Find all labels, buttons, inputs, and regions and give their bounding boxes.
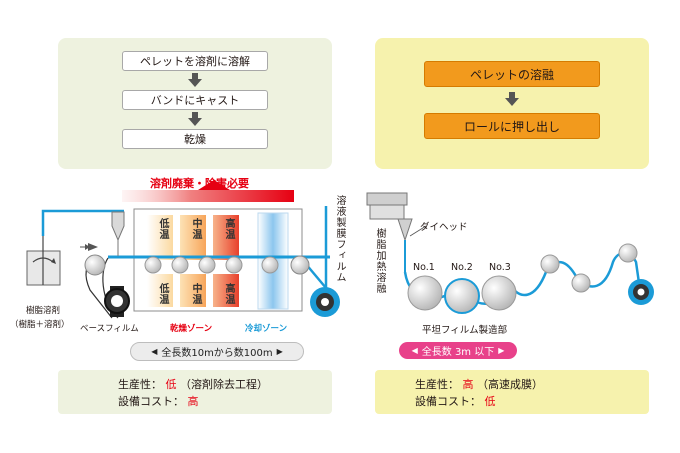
down-arrow-icon [188, 79, 202, 87]
left-step-dissolve: ペレットを溶剤に溶解 [122, 51, 268, 71]
waste-banner-text: 溶剤廃棄・除害必要 [150, 177, 249, 190]
right-arrow-icon: ▶ [498, 346, 505, 355]
productivity-value: 高 [462, 378, 474, 391]
line-length-right: 全長数 3m 以下 [421, 347, 495, 358]
temp-high-bottom: 高温 [223, 283, 234, 305]
right-arrow-icon: ▶ [276, 347, 283, 356]
tank-label: 樹脂溶剤 [26, 306, 61, 316]
right-productivity-row: 生産性： 高 （高速成膜） [415, 376, 649, 393]
right-info-box: 生産性： 高 （高速成膜） 設備コスト： 低 [375, 370, 649, 414]
temp-low-top: 低温 [157, 218, 168, 240]
down-arrow-icon [188, 118, 202, 126]
roll-no2-label: No.2 [451, 262, 473, 273]
temp-low-bottom: 低温 [157, 283, 168, 305]
line-length-pill-left: ◀ 全長数10mから数100m ▶ [130, 342, 304, 361]
left-info-box: 生産性： 低 （溶剤除去工程） 設備コスト： 高 [58, 370, 332, 414]
roll-no1-label: No.1 [413, 262, 435, 273]
right-cost-row: 設備コスト： 低 [415, 393, 649, 410]
left-step-dry: 乾燥 [122, 129, 268, 149]
left-cost-row: 設備コスト： 高 [118, 393, 332, 410]
temp-high-top: 高温 [223, 218, 234, 240]
tank-contents-label: （樹脂＋溶剤） [10, 320, 70, 330]
temp-mid-top: 中温 [190, 218, 201, 240]
productivity-note: （高速成膜） [477, 378, 543, 391]
cost-value: 高 [187, 395, 199, 408]
resin-melt-label: 樹脂加熱溶融 [374, 228, 385, 294]
roll-no3-label: No.3 [489, 262, 511, 273]
die-head-label: ダイヘッド [420, 222, 468, 233]
arrow-stem [509, 92, 515, 98]
line-length-pill-right: ◀ 全長数 3m 以下 ▶ [399, 342, 517, 359]
productivity-note: （溶剤除去工程） [180, 378, 268, 391]
resin-tank [26, 236, 61, 286]
left-arrow-icon: ◀ [151, 347, 158, 356]
waste-banner-arrow [122, 180, 294, 202]
cooling-zone-label: 冷却ゾーン [245, 324, 288, 334]
down-arrow-icon [505, 98, 519, 106]
productivity-label: 生産性： [415, 378, 459, 391]
left-step-cast: バンドにキャスト [122, 90, 268, 110]
right-step-melt: ペレットの溶融 [424, 61, 600, 87]
base-film-label: ベースフィルム [80, 324, 139, 334]
cost-label: 設備コスト： [415, 395, 481, 408]
solution-film-label: 溶液製膜フィルム [334, 195, 345, 283]
flat-film-label: 平坦フィルム製造部 [422, 325, 508, 336]
cost-value: 低 [484, 395, 496, 408]
productivity-value: 低 [165, 378, 177, 391]
arrow-stem [192, 73, 198, 79]
left-productivity-row: 生産性： 低 （溶剤除去工程） [118, 376, 332, 393]
right-step-extrude: ロールに押し出し [424, 113, 600, 139]
left-arrow-icon: ◀ [411, 346, 418, 355]
line-length-left: 全長数10mから数100m [161, 348, 273, 359]
temp-mid-bottom: 中温 [190, 283, 201, 305]
drying-zone-label: 乾燥ゾーン [170, 324, 213, 334]
cost-label: 設備コスト： [118, 395, 184, 408]
productivity-label: 生産性： [118, 378, 162, 391]
arrow-stem [192, 112, 198, 118]
